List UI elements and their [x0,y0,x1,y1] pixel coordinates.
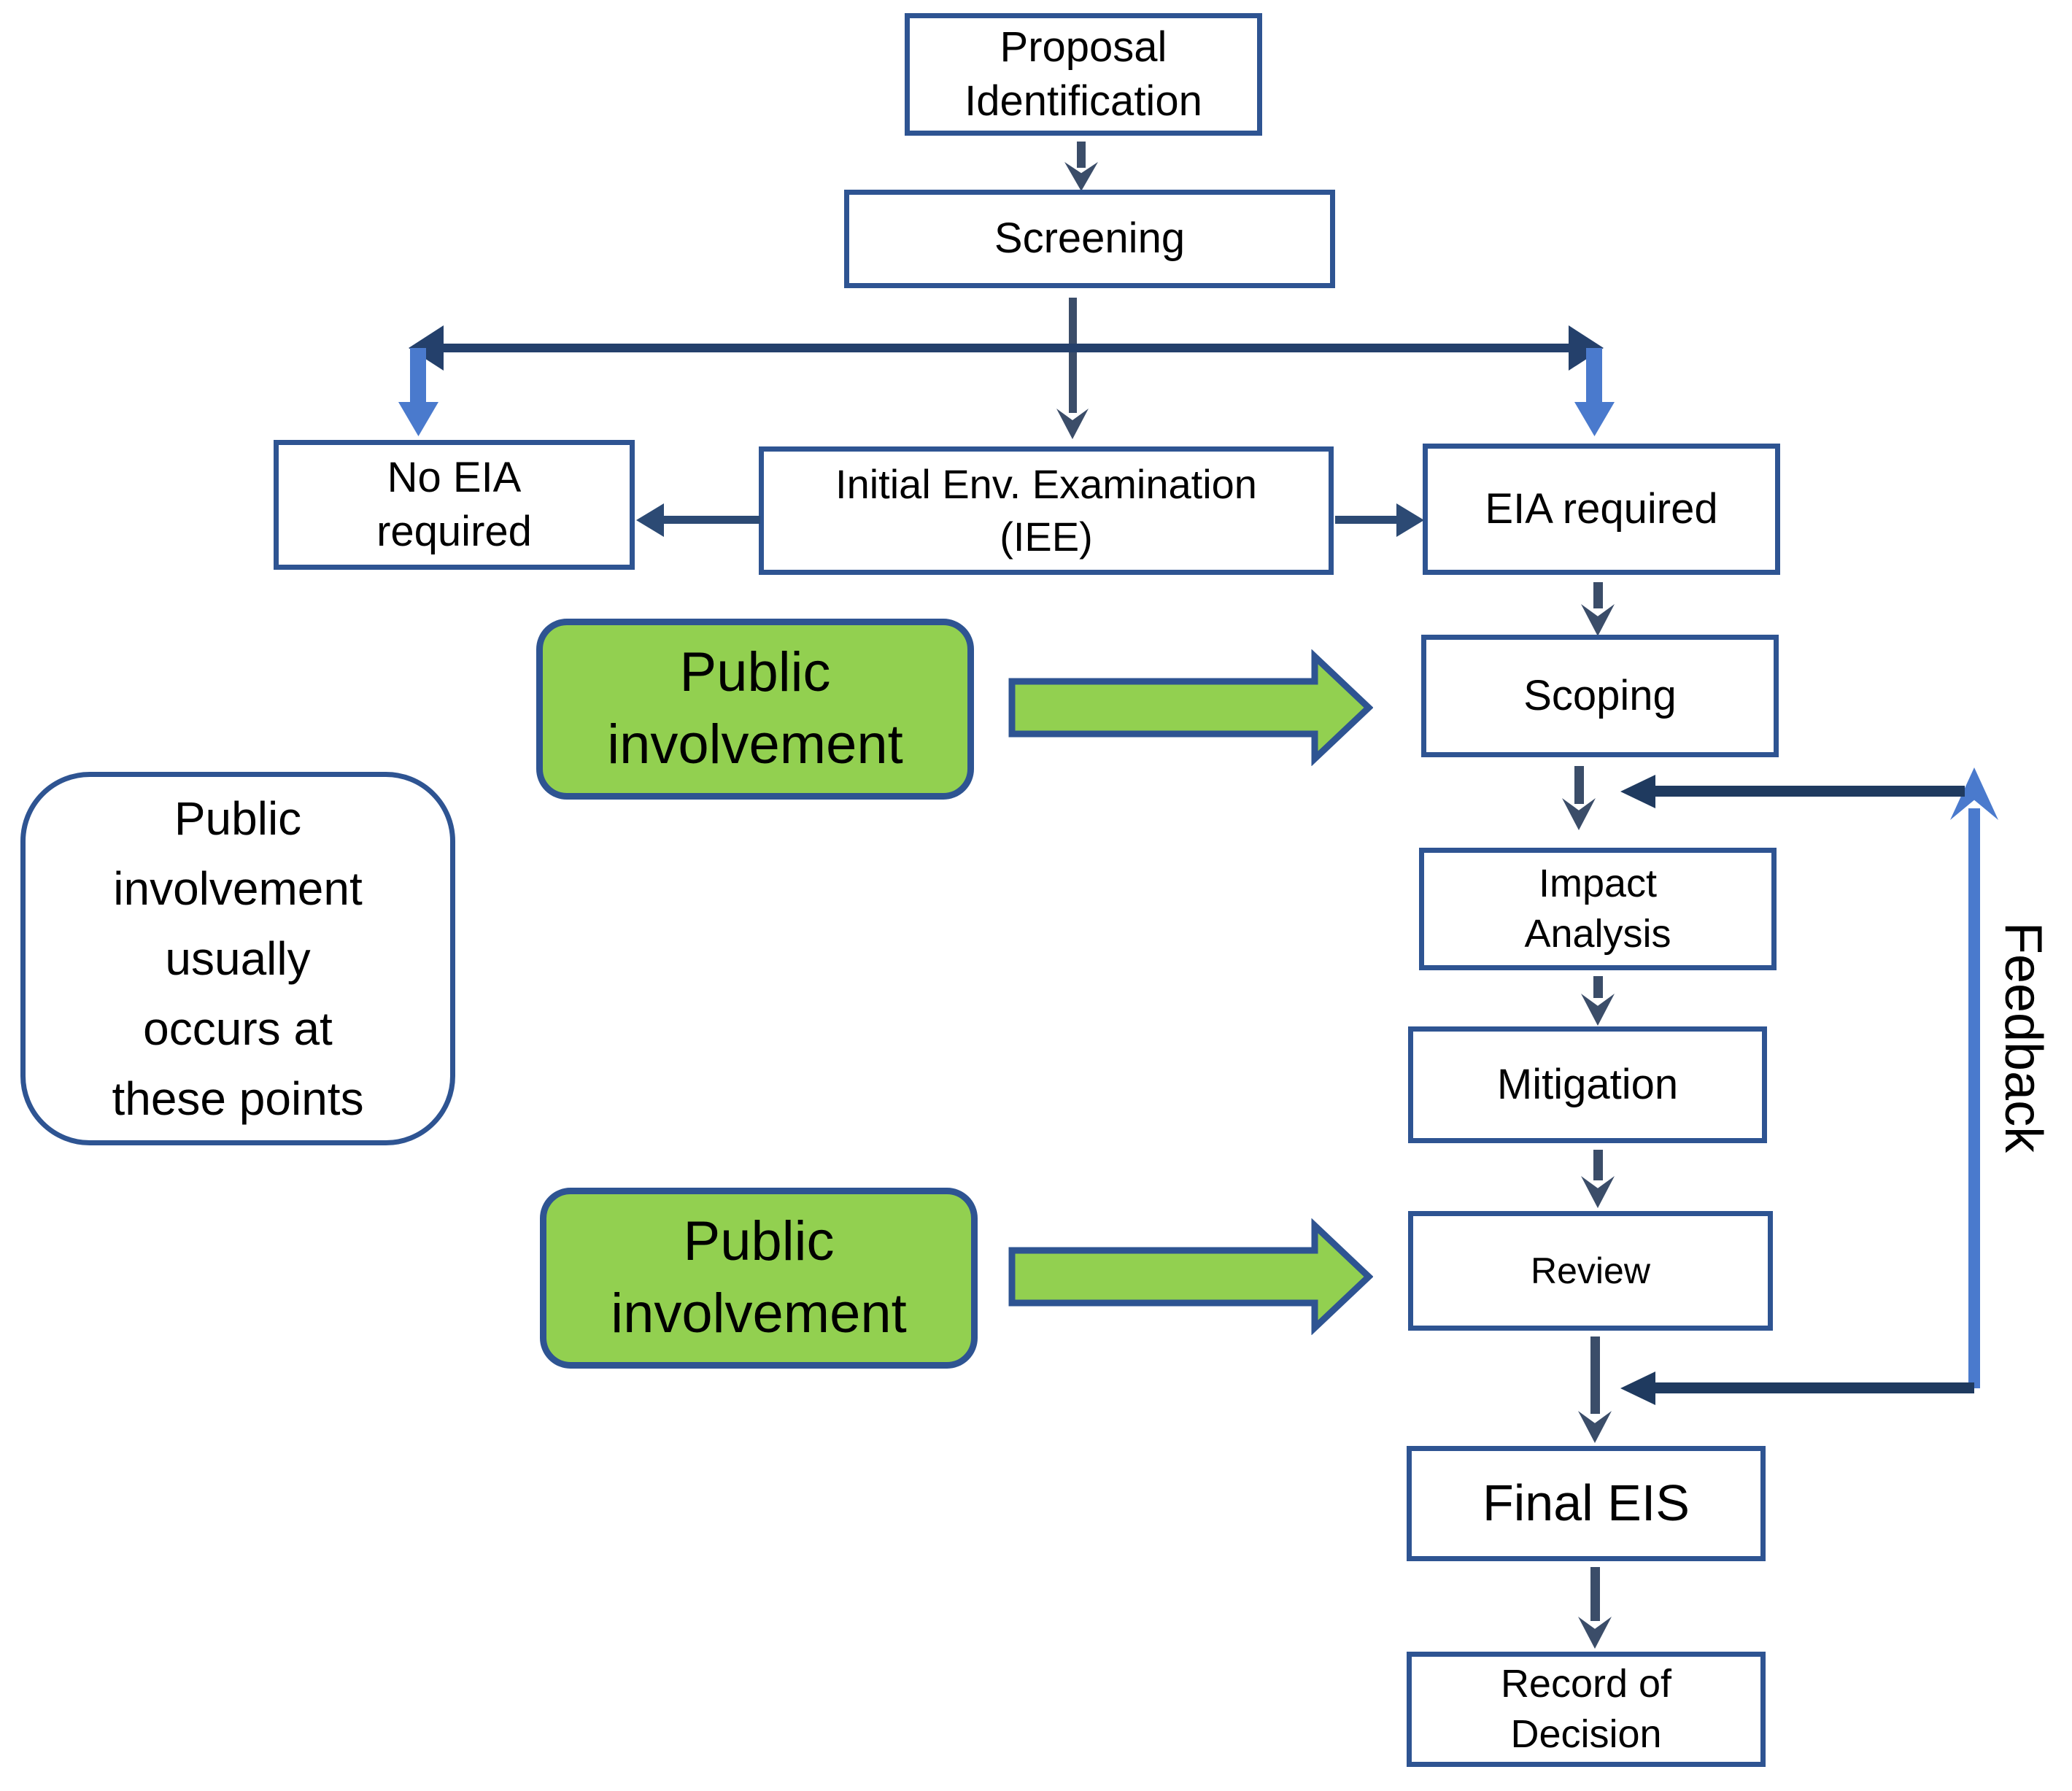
feedback-label: Feedback [1987,877,2060,1198]
public-involvement-note: Public involvement usually occurs at the… [20,772,455,1145]
proposal-line-1: Proposal [1000,23,1167,71]
note-line-5: these points [112,1072,364,1125]
arrow-impact-to-mitigation-shaft [1593,976,1603,998]
mitigation-label: Mitigation [1496,1060,1679,1108]
no-eia-line-1: No EIA [387,453,522,501]
note-line-2: involvement [113,862,363,915]
no-eia-line-2: required [376,508,532,555]
eia-required-label: EIA required [1485,484,1718,533]
feedback-bottom-line [1652,1382,1974,1393]
review-box: Review [1408,1211,1773,1331]
arrow-final-to-record-head [1578,1617,1612,1649]
impact-line-2: Analysis [1524,912,1671,956]
branch-right-drop-shaft [1586,348,1602,406]
review-label: Review [1531,1250,1650,1291]
arrow-iee-to-no-eia-shaft [657,516,760,524]
no-eia-required-box: No EIA required [274,440,635,570]
arrow-eia-to-scoping-head [1581,604,1615,636]
public-involvement-arrow-2 [1008,1218,1373,1335]
final-eis-box: Final EIS [1407,1446,1766,1561]
mitigation-box: Mitigation [1408,1026,1767,1143]
public-involvement-1-line-1: Public [679,641,831,704]
screening-label: Screening [994,214,1186,263]
feedback-label-text: Feedback [1994,921,2052,1153]
arrow-mitigation-to-review-head [1581,1176,1615,1208]
branch-line [435,344,1570,352]
feedback-top-line [1652,786,1965,797]
impact-analysis-box: Impact Analysis [1419,848,1777,970]
note-line-1: Public [174,792,302,845]
branch-left-drop-shaft [410,348,426,406]
final-eis-label: Final EIS [1483,1474,1690,1532]
public-involvement-box-2: Public involvement [540,1188,978,1369]
arrow-mitigation-to-review-shaft [1593,1150,1603,1180]
public-involvement-arrow-1 [1008,649,1373,766]
proposal-line-2: Identification [965,77,1202,125]
scoping-box: Scoping [1421,635,1779,757]
proposal-identification-box: Proposal Identification [905,13,1262,136]
arrow-eia-to-scoping-shaft [1593,582,1603,608]
feedback-up-arrow-shaft [1968,808,1980,1388]
arrow-scoping-to-impact-shaft [1574,766,1584,804]
arrow-review-to-final-shaft [1590,1337,1600,1414]
screening-box: Screening [844,190,1335,288]
note-line-3: usually [165,932,311,985]
arrow-screening-to-iee-shaft [1069,298,1077,413]
iee-box: Initial Env. Examination (IEE) [759,446,1334,575]
record-line-1: Record of [1500,1661,1672,1706]
arrow-iee-to-no-eia-head [636,503,664,537]
public-involvement-2-line-2: involvement [611,1283,907,1345]
branch-right-drop-head [1574,402,1615,436]
public-involvement-box-1: Public involvement [536,619,974,800]
record-line-2: Decision [1510,1712,1662,1756]
public-involvement-2-line-1: Public [683,1210,835,1273]
record-of-decision-box: Record of Decision [1407,1652,1766,1767]
feedback-top-arrowhead [1620,775,1655,808]
arrow-iee-to-eia-shaft [1335,516,1399,524]
arrow-final-to-record-shaft [1590,1567,1600,1621]
arrow-proposal-to-screening-shaft [1077,142,1086,168]
feedback-bottom-arrowhead [1620,1372,1655,1405]
arrow-review-to-final-head [1578,1411,1612,1443]
eia-required-box: EIA required [1423,444,1780,575]
arrow-impact-to-mitigation-head [1581,994,1615,1026]
iee-line-2: (IEE) [1000,514,1093,560]
iee-line-1: Initial Env. Examination [835,461,1257,508]
impact-line-1: Impact [1538,861,1658,905]
arrow-screening-to-iee-head [1056,409,1089,439]
note-line-4: occurs at [143,1002,333,1055]
public-involvement-1-line-2: involvement [607,713,903,775]
scoping-label: Scoping [1523,671,1677,719]
arrow-iee-to-eia-head [1396,503,1424,537]
branch-left-drop-head [398,402,438,436]
